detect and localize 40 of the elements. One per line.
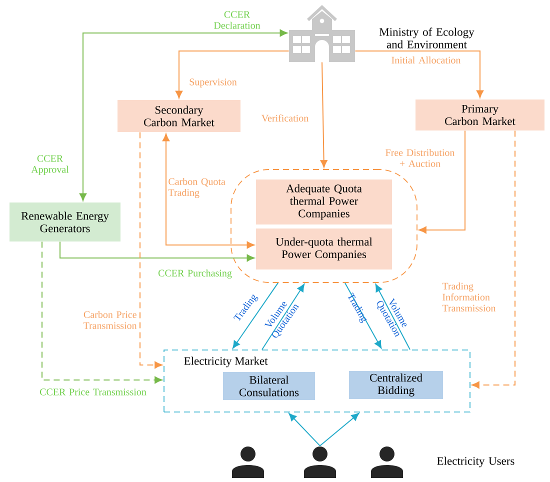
arrow [79,29,288,202]
node-caption: Ministry of Ecology and Environment [379,28,474,48]
market-box: Primary Carbon Market [416,100,544,130]
company-box: Adequate Quota thermal Power Companies [256,180,392,224]
edge-label: Free Distribution + Auction [386,148,455,167]
arrow [320,413,360,446]
person-icon [232,446,264,478]
arrow [175,50,290,99]
arrow [140,132,162,369]
mechanism-box: Centralized Bidding [349,371,443,399]
edge-label: Initial Allocation [392,56,461,64]
company-box: Under-quota thermal Power Companies [256,228,392,270]
edge-label: Carbon Quota Trading [168,178,226,198]
edge-label: Carbon Price Transmission [83,310,137,329]
arrow [42,241,162,384]
edge-label: CCER Purchasing [158,269,232,279]
arrow [162,133,255,249]
generator-box: Renewable Energy Generators [10,202,120,242]
mechanism-box: Bilateral Consulations [223,372,315,400]
arrow [320,62,328,168]
flow-label: CCER Approval [31,155,69,175]
arrow [344,282,382,349]
arrow [60,241,255,262]
arrow [472,130,516,389]
arrow [262,284,305,350]
edge-label: Verification [262,114,308,122]
arrow [418,130,466,234]
market-box: Secondary Carbon Market [118,100,240,132]
edge-label: Trading Information Transmission [442,282,496,312]
arrow [288,413,320,446]
person-icon [371,446,403,478]
edge-label: Supervision [190,78,237,88]
arrow [232,282,278,349]
node-caption: Electricity Users [437,456,514,468]
person-icon [304,446,336,478]
edge-label: CCER Declaration [214,11,260,29]
building-icon [289,4,355,62]
arrow [354,50,484,98]
edge-label: CCER Price Transmission [40,388,146,396]
arrow [375,284,410,350]
